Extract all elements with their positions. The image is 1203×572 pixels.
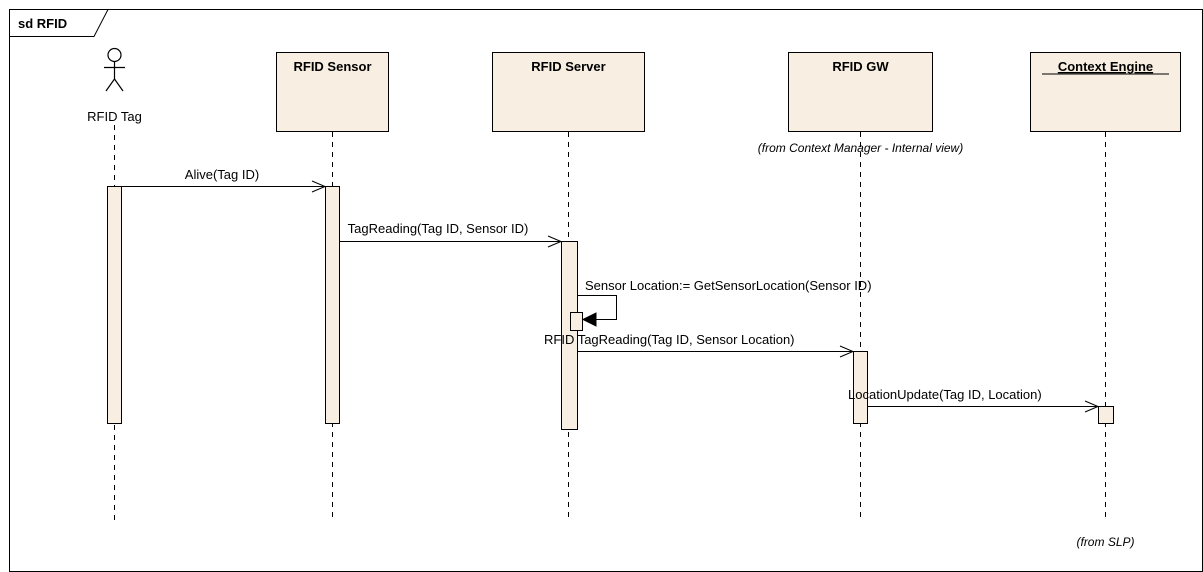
note-rfid-gw: (from Context Manager - Internal view) xyxy=(758,141,963,155)
activation-rfid-server-self xyxy=(570,312,583,331)
message-self-call-label: Sensor Location:= GetSensorLocation(Sens… xyxy=(585,278,872,293)
message-alive xyxy=(121,180,327,193)
activation-rfid-sensor xyxy=(325,186,340,424)
frame-tab xyxy=(9,9,109,37)
message-alive-label: Alive(Tag ID) xyxy=(185,167,259,182)
lifeline-title-context-engine: Context Engine xyxy=(1058,59,1153,74)
message-rfid-tagreading xyxy=(577,345,855,358)
actor-label: RFID Tag xyxy=(87,109,142,124)
lifeline-box-rfid-gw xyxy=(788,52,933,132)
lifeline-box-rfid-sensor xyxy=(276,52,389,132)
message-locationupdate xyxy=(867,400,1100,413)
message-tagreading xyxy=(339,235,563,248)
message-locationupdate-label: LocationUpdate(Tag ID, Location) xyxy=(848,387,1042,402)
lifeline-box-rfid-server xyxy=(492,52,645,132)
lifeline-title-rfid-server: RFID Server xyxy=(531,59,605,74)
lifeline-box-context-engine xyxy=(1030,52,1181,132)
lifelines xyxy=(114,125,1106,522)
message-tagreading-label: TagReading(Tag ID, Sensor ID) xyxy=(348,221,529,236)
message-self-call xyxy=(577,295,617,327)
activation-rfid-tag xyxy=(107,186,122,424)
activation-rfid-gw xyxy=(853,351,868,424)
message-rfid-tagreading-label: RFID TagReading(Tag ID, Sensor Location) xyxy=(544,332,795,347)
actor-icon xyxy=(104,47,125,92)
frame-label: sd RFID xyxy=(18,16,67,31)
note-context-engine: (from SLP) xyxy=(1076,535,1134,549)
lifeline-title-rfid-gw: RFID GW xyxy=(832,59,889,74)
activation-context-engine xyxy=(1098,406,1114,424)
lifeline-title-rfid-sensor: RFID Sensor xyxy=(293,59,371,74)
activation-rfid-server xyxy=(561,241,578,430)
